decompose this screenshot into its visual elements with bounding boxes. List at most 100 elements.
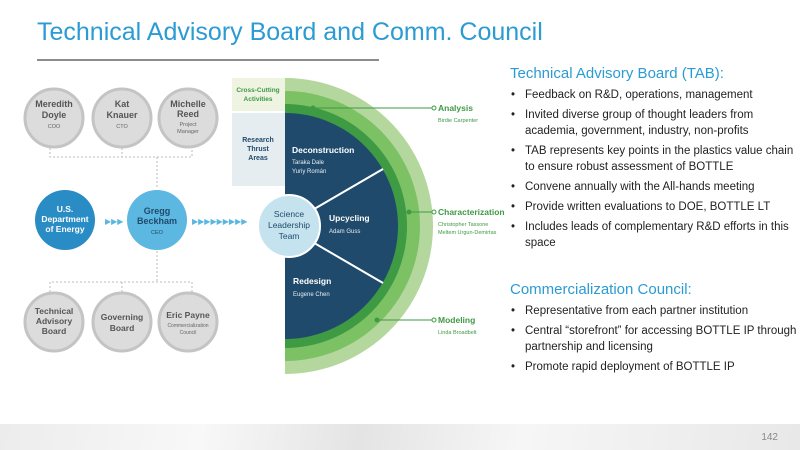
diagram-shape — [157, 87, 219, 149]
label-wheel-activities-0-leads-0: Birdie Carpenter — [438, 118, 478, 124]
label-org-bottom-1-l1: Governing — [101, 312, 144, 322]
label-wheel-thrusts-0-leads-1: Yuriy Román — [292, 169, 326, 175]
thrust-redesign: Redesign Eugene Chen — [293, 276, 331, 298]
science-leadership-team — [257, 194, 321, 258]
activity-modeling: Modeling Linda Broadbelt — [438, 315, 477, 336]
research-thrust-box — [232, 113, 285, 186]
title-underline — [37, 59, 379, 61]
thrust-deconstruction: Deconstruction Taraka Dale Yuriy Román — [292, 145, 354, 175]
label-wheel-activities-0-name: Analysis — [438, 103, 473, 113]
tab-panel: Technical Advisory Board (TAB): Feedback… — [510, 65, 800, 255]
tab-bullet: Provide written evaluations to DOE, BOTT… — [510, 199, 800, 215]
label-org-bottom-2-r1: Commercialization — [167, 323, 208, 329]
label-wheel-thrusts-1-leads-0: Adam Guss — [329, 229, 360, 235]
page-number: 142 — [761, 432, 778, 443]
label-org-top-0-name1: Meredith — [35, 99, 73, 109]
label-org-ceo-role: CEO — [151, 230, 164, 236]
arrow-ceo-slt: ▶▶▶▶▶▶▶▶▶ — [192, 217, 248, 226]
cc-bullet: Central “storefront” for accessing BOTTL… — [510, 323, 800, 355]
tab-bullet: TAB represents key points in the plastic… — [510, 143, 800, 175]
label-wheel-research-2: Areas — [248, 155, 268, 162]
label-wheel-cross_cutting-0: Cross-Cutting — [236, 87, 279, 94]
tab-heading: Technical Advisory Board (TAB): — [510, 65, 724, 82]
diagram-shape — [431, 317, 437, 323]
research-thrust-wheel — [285, 113, 398, 339]
diagram-shape — [49, 251, 193, 292]
footer-band: 142 — [0, 424, 800, 450]
diagram-shape — [157, 291, 219, 353]
label-org-bottom-0-l3: Board — [42, 326, 67, 336]
diagram-shape — [23, 291, 85, 353]
label-wheel-research-1: Thrust — [247, 146, 269, 153]
technical-advisory-board-node: Technical Advisory Board — [23, 291, 85, 353]
slide-title: Technical Advisory Board and Comm. Counc… — [37, 18, 543, 46]
label-wheel-slt-0: Science — [274, 209, 305, 219]
connectors — [49, 148, 193, 292]
label-org-bottom-1-l2: Board — [110, 323, 135, 333]
cc-bullet: Promote rapid deployment of BOTTLE IP — [510, 359, 800, 375]
thrust-upcycling: Upcycling Adam Guss — [329, 213, 370, 235]
tab-bullet: Invited diverse group of thought leaders… — [510, 107, 800, 139]
ceo-node: Gregg Beckham CEO — [127, 190, 187, 250]
arrow-doe-ceo: ▶▶▶ — [105, 217, 124, 226]
label-org-top-1-name1: Kat — [115, 99, 130, 109]
label-wheel-activities-1-name: Characterization — [438, 207, 505, 217]
label-org-top-2-role2: Manager — [177, 129, 199, 135]
diagram-shape — [310, 105, 316, 111]
diagram-shape — [431, 209, 437, 215]
label-org-doe-1: Department — [41, 214, 88, 224]
label-org-doe-2: of Energy — [45, 224, 84, 234]
label-org-top-1-role1: CTO — [116, 124, 128, 130]
label-wheel-activities-1-leads-1: Meltem Urgun-Demirtas — [438, 230, 497, 236]
governing-board-node: Governing Board — [91, 291, 153, 353]
label-org-ceo-name1: Gregg — [144, 206, 171, 216]
label-wheel-slt-2: Team — [279, 231, 300, 241]
cross-cutting-box — [232, 78, 285, 111]
cc-bullet: Representative from each partner institu… — [510, 303, 800, 319]
label-org-bottom-2-l1: Eric Payne — [166, 310, 210, 320]
label-wheel-thrusts-2-name: Redesign — [293, 276, 331, 286]
diagram-shape — [431, 105, 437, 323]
label-org-top-0-name2: Doyle — [42, 110, 67, 120]
label-wheel-activities-2-name: Modeling — [438, 315, 475, 325]
label-wheel-research-0: Research — [242, 137, 274, 144]
person-michelle-reed: Michelle Reed Project Manager — [157, 87, 219, 149]
cc-panel: Commercialization Council: Representativ… — [510, 281, 800, 379]
diagram-shape — [23, 87, 85, 149]
label-wheel-activities-1-leads-0: Christopher Tassone — [438, 222, 488, 228]
tab-bullet: Includes leads of complementary R&D effo… — [510, 219, 800, 251]
person-kat-knauer: Kat Knauer CTO — [91, 87, 153, 149]
label-wheel-activities-2-leads-0: Linda Broadbelt — [438, 330, 477, 336]
diagram-shape — [49, 148, 193, 189]
activity-characterization: Characterization Christopher Tassone Mel… — [438, 207, 505, 236]
label-org-bottom-0-l1: Technical — [35, 306, 74, 316]
label-wheel-slt-1: Leadership — [268, 220, 310, 230]
label-wheel-thrusts-1-name: Upcycling — [329, 213, 370, 223]
label-wheel-cross_cutting-1: Activities — [244, 96, 273, 103]
arrows: ▶▶▶ ▶▶▶▶▶▶▶▶▶ — [105, 217, 248, 226]
label-org-ceo-name2: Beckham — [137, 216, 177, 226]
doe-node: U.S. Department of Energy — [35, 190, 95, 250]
diagram-shape — [431, 105, 437, 111]
label-org-bottom-2-r2: Council — [180, 330, 197, 336]
label-org-doe-0: U.S. — [57, 204, 74, 214]
label-org-top-2-role1: Project — [179, 122, 197, 128]
diagram-shape — [91, 291, 153, 353]
diagram-shape — [406, 209, 412, 215]
tab-bullet: Feedback on R&D, operations, management — [510, 87, 800, 103]
label-wheel-thrusts-2-leads-0: Eugene Chen — [293, 292, 330, 298]
label-org-bottom-0-l2: Advisory — [36, 316, 73, 326]
label-org-top-1-name2: Knauer — [106, 110, 138, 120]
label-org-top-2-name2: Reed — [177, 109, 199, 119]
activity-analysis: Analysis Birdie Carpenter — [438, 103, 478, 124]
label-wheel-thrusts-0-name: Deconstruction — [292, 145, 354, 155]
tab-bullet: Convene annually with the All-hands meet… — [510, 179, 800, 195]
diagram-shape — [310, 105, 432, 323]
label-org-top-0-role1: COO — [48, 124, 61, 130]
diagram-shape — [35, 190, 95, 250]
diagram-shape — [91, 87, 153, 149]
diagram-shape — [374, 317, 380, 323]
commercialization-council-node: Eric Payne Commercialization Council — [157, 291, 219, 353]
label-wheel-thrusts-0-leads-0: Taraka Dale — [292, 160, 325, 166]
